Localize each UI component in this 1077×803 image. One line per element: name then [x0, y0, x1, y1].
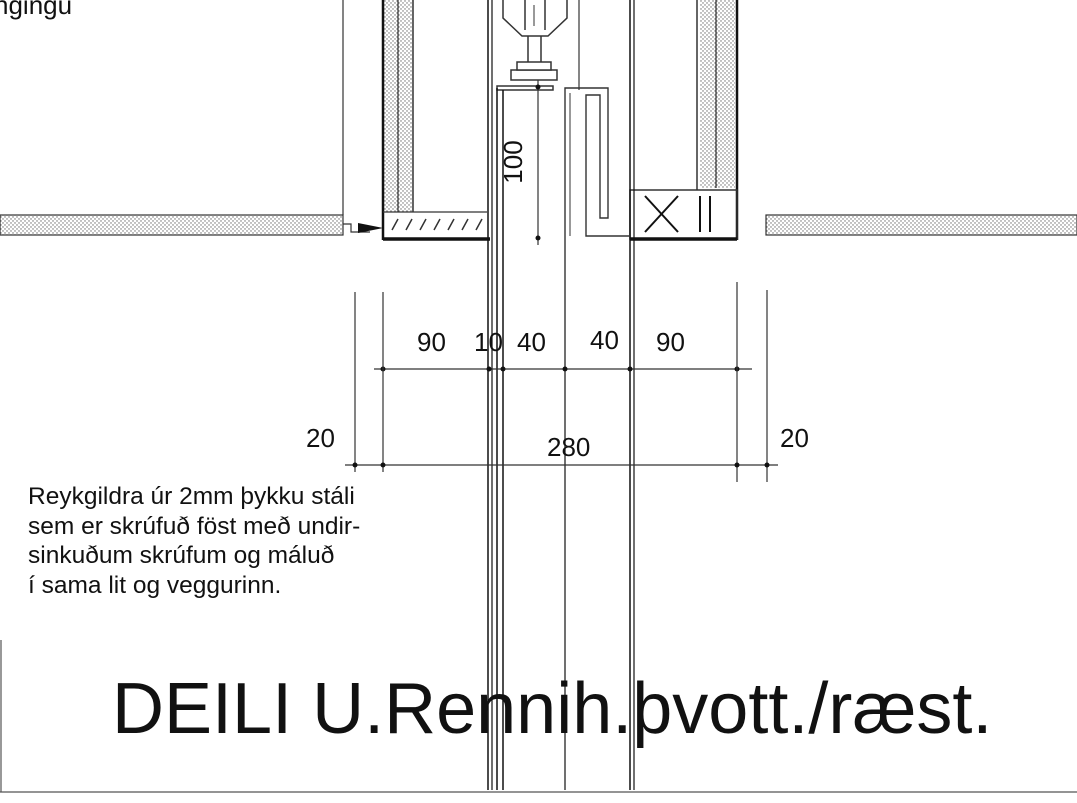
- blocking-cross: [644, 195, 711, 233]
- smoke-trap-profile: [564, 87, 630, 237]
- dim-90-left: 90: [417, 327, 446, 357]
- ceiling-slab-right: [765, 214, 1077, 236]
- left-hatch: [391, 218, 483, 231]
- top-track: [496, 85, 554, 91]
- dimension-node: [535, 84, 541, 90]
- extension-lines: [354, 282, 768, 482]
- dim-20-left: 20: [306, 423, 335, 453]
- dim-40-left: 40: [517, 327, 546, 357]
- dimension-nodes-bottom: [352, 462, 770, 468]
- note-line: í sama lit og veggurinn.: [28, 571, 282, 599]
- dim-10: 10: [474, 327, 503, 357]
- ceiling-slab-left: [0, 214, 344, 236]
- right-box-wall: [700, 0, 735, 188]
- note-line: sem er skrúfuð föst með undir-: [28, 512, 361, 540]
- dim-90-right: 90: [656, 327, 685, 357]
- top-left-fragment: ngingu: [0, 0, 72, 20]
- note-line: sinkuðum skrúfum og máluð: [28, 542, 335, 569]
- drawing-title: DEILI U.Rennih.þvott./ræst.: [112, 669, 992, 749]
- sliding-door-roller: [502, 0, 568, 81]
- dim-280: 280: [547, 432, 590, 462]
- note-text: Reykgildra úr 2mm þykku stáli sem er skr…: [28, 482, 508, 600]
- arrow-marker: [358, 223, 383, 233]
- dim-40-right: 40: [590, 325, 619, 355]
- note-line: Reykgildra úr 2mm þykku stáli: [28, 483, 355, 510]
- dim-20-right: 20: [780, 423, 809, 453]
- dimension-nodes-top: [380, 366, 740, 372]
- dimension-node: [535, 235, 541, 241]
- dim-100-label: 100: [498, 140, 528, 183]
